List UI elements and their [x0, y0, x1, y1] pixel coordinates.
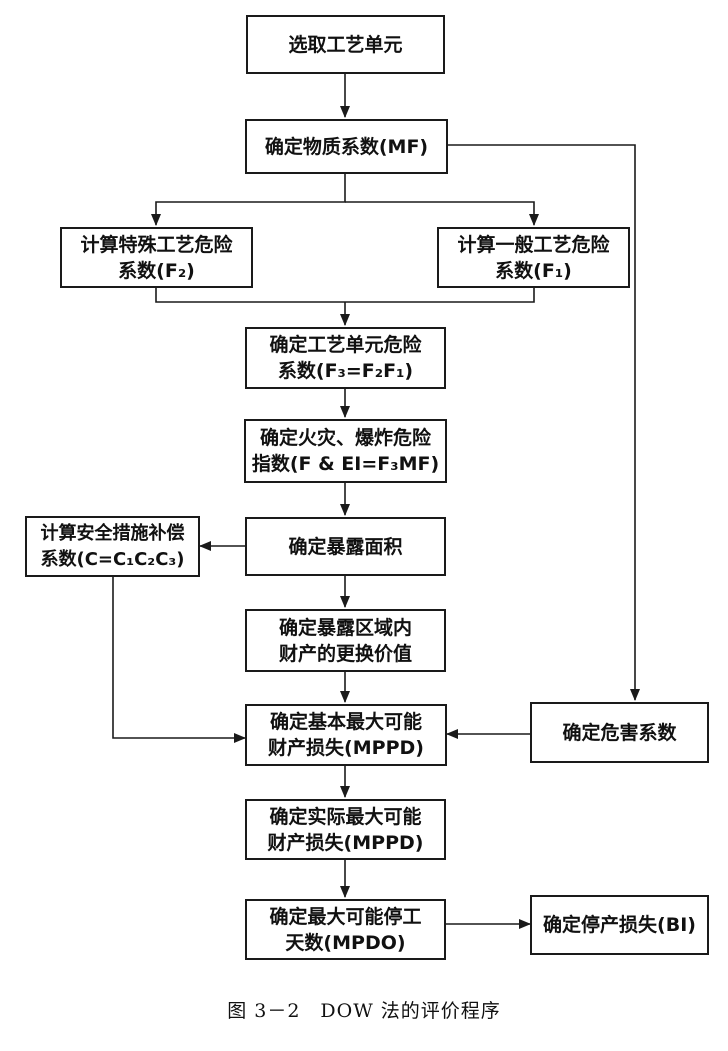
arrow-mf-to-f1 — [345, 201, 539, 226]
node-fire-explosion-index-label: 确定火灾、爆炸危险 指数(F & EI=F₃MF) — [251, 427, 440, 475]
arrow-credit-to-base — [112, 577, 246, 743]
node-actual-mppd: 确定实际最大可能 财产损失(MPPD) — [245, 799, 446, 860]
node-damage-factor-label: 确定危害系数 — [562, 721, 677, 744]
node-select-unit-label: 选取工艺单元 — [288, 33, 403, 56]
node-material-factor: 确定物质系数(MF) — [245, 119, 448, 174]
node-business-interruption-label: 确定停产损失(BI) — [543, 914, 696, 936]
node-safety-credit-label: 计算安全措施补偿 系数(C=C₁C₂C₃) — [40, 522, 185, 570]
node-damage-factor: 确定危害系数 — [530, 702, 709, 763]
node-mpdo-label: 确定最大可能停工 天数(MPDO) — [269, 905, 422, 954]
node-exposure-area: 确定暴露面积 — [245, 517, 446, 576]
node-base-mppd: 确定基本最大可能 财产损失(MPPD) — [245, 704, 447, 766]
node-unit-hazard: 确定工艺单元危险 系数(F₃=F₂F₁) — [245, 327, 446, 389]
arrow-mf-to-damage — [448, 144, 640, 701]
node-exposure-area-label: 确定暴露面积 — [288, 535, 403, 558]
node-unit-hazard-label: 确定工艺单元危险 系数(F₃=F₂F₁) — [269, 334, 422, 382]
node-actual-mppd-label: 确定实际最大可能 财产损失(MPPD) — [267, 805, 424, 854]
node-replacement-value: 确定暴露区域内 财产的更换价值 — [245, 609, 446, 672]
figure-caption: 图 3－2 DOW 法的评价程序 — [227, 1000, 501, 1022]
node-base-mppd-label: 确定基本最大可能 财产损失(MPPD) — [268, 711, 424, 759]
node-business-interruption: 确定停产损失(BI) — [530, 895, 709, 955]
node-special-hazard: 计算特殊工艺危险 系数(F₂) — [60, 227, 253, 288]
node-special-hazard-label: 计算特殊工艺危险 系数(F₂) — [80, 233, 233, 282]
node-material-factor-label: 确定物质系数(MF) — [264, 135, 429, 158]
node-general-hazard: 计算一般工艺危险 系数(F₁) — [437, 227, 630, 288]
line-f2-to-merge — [155, 288, 535, 303]
node-safety-credit: 计算安全措施补偿 系数(C=C₁C₂C₃) — [25, 516, 200, 577]
node-replacement-value-label: 确定暴露区域内 财产的更换价值 — [278, 616, 412, 665]
node-select-unit: 选取工艺单元 — [246, 15, 445, 74]
arrow-mf-to-f2 — [151, 174, 346, 226]
node-general-hazard-label: 计算一般工艺危险 系数(F₁) — [457, 233, 610, 282]
node-mpdo: 确定最大可能停工 天数(MPDO) — [245, 899, 446, 960]
node-fire-explosion-index: 确定火灾、爆炸危险 指数(F & EI=F₃MF) — [244, 419, 447, 483]
